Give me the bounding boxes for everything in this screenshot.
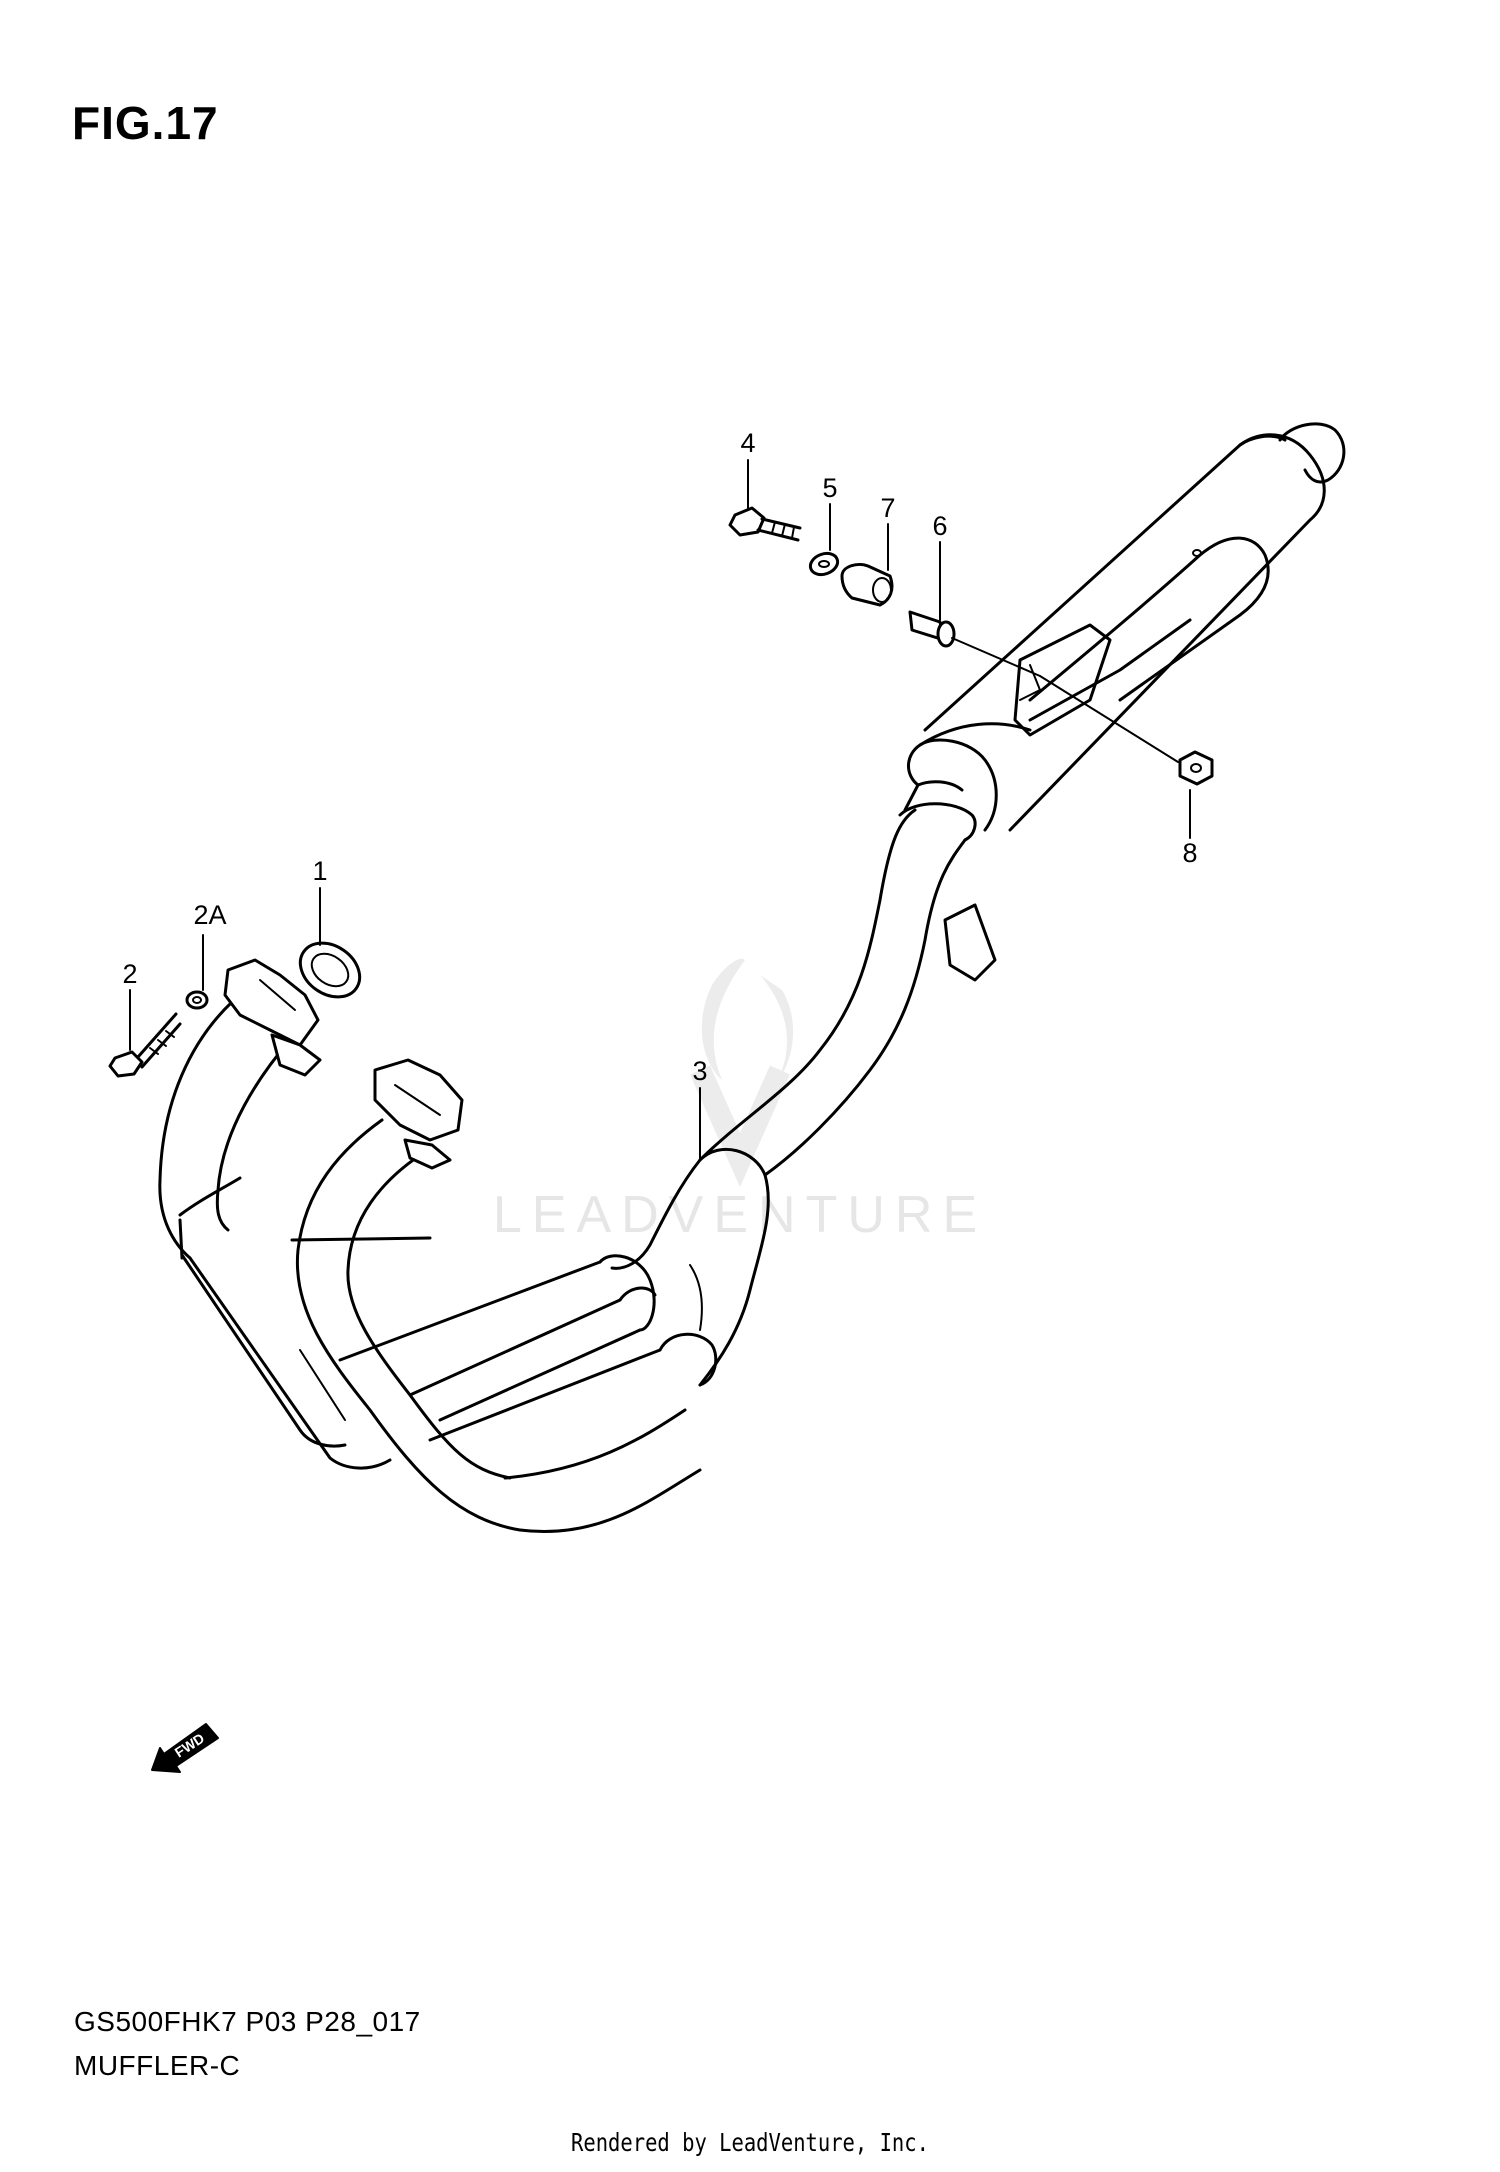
- watermark-text: LEADVENTURE: [493, 1186, 987, 1244]
- callout-2a: 2A: [193, 900, 226, 930]
- gasket-part: [298, 941, 362, 999]
- bolt-2-part: [108, 1012, 182, 1078]
- exhaust-clamp-right: [373, 1058, 464, 1170]
- collector-junction: [598, 1147, 770, 1387]
- watermark-v-icon: [689, 1065, 791, 1188]
- callout-2: 2: [122, 959, 137, 989]
- callout-8: 8: [1182, 838, 1197, 868]
- washer-2a-part: [185, 990, 209, 1010]
- cushion-7-part: [840, 562, 894, 607]
- watermark-flame-icon: [701, 958, 794, 1085]
- callout-5: 5: [822, 473, 837, 503]
- collar-6-part: [908, 610, 956, 648]
- watermark: LEADVENTURE: [493, 958, 987, 1244]
- callout-7: 7: [880, 493, 895, 523]
- callouts: 1 2 2A 3 4 5 7 6 8: [122, 428, 1197, 1086]
- link-pipe: [698, 780, 977, 1177]
- leader-lines: [129, 459, 1191, 1161]
- figure-title: FIG.17: [72, 97, 219, 149]
- diagram-name: MUFFLER-C: [74, 2050, 241, 2081]
- assembly-axis-line: [951, 637, 1041, 677]
- exhaust-header-pipes: [158, 1000, 702, 1533]
- bolt-4-part: [728, 506, 802, 542]
- assembly-axis-line-2: [1039, 675, 1179, 763]
- fwd-arrow-icon: FWD: [151, 1723, 219, 1773]
- muffler-body: [907, 422, 1346, 982]
- callout-6: 6: [932, 511, 947, 541]
- callout-1: 1: [312, 856, 327, 886]
- diagram-reference-code: GS500FHK7 P03 P28_017: [74, 2006, 421, 2037]
- callout-4: 4: [740, 428, 755, 458]
- exhaust-clamp-left: [223, 958, 322, 1077]
- nut-8-part: [1178, 750, 1214, 786]
- washer-5-part: [808, 551, 840, 577]
- footer-credit: Rendered by LeadVenture, Inc.: [571, 2128, 929, 2157]
- callout-3: 3: [692, 1056, 707, 1086]
